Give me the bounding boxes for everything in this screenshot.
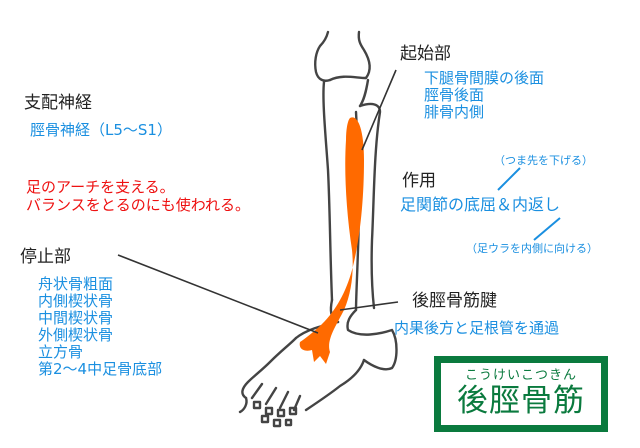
foot-bones: [241, 336, 298, 400]
fibula: [358, 102, 382, 310]
femur-condyle: [314, 30, 332, 82]
note-line-2: バランスをとるのにも使われる。: [26, 196, 250, 214]
tibialis-posterior-muscle: [299, 117, 364, 364]
muscle-title-box: こうけいこつきん 後脛骨筋: [434, 356, 608, 432]
insertion-item: 第2～4中足骨底部: [38, 360, 163, 378]
action-leader-top: [497, 167, 521, 191]
innervation-heading: 支配神経: [24, 93, 92, 113]
action-leader-bottom: [533, 217, 561, 241]
origin-leader-line: [361, 69, 397, 151]
origin-item: 脛骨後面: [424, 86, 485, 104]
title-name: 後脛骨筋: [457, 383, 585, 419]
tendon-heading: 後脛骨筋腱: [412, 291, 497, 311]
origin-item: 腓骨内側: [424, 103, 485, 121]
action-annotation-bottom: （足ウラを内側に向ける）: [466, 242, 598, 255]
insertion-heading: 停止部: [20, 247, 71, 267]
insertion-item: 立方骨: [38, 343, 84, 361]
origin-item: 下腿骨間膜の後面: [424, 69, 545, 87]
tendon-value: 内果後方と足根管を通過: [394, 319, 560, 337]
insertion-item: 内側楔状骨: [38, 292, 114, 310]
origin-heading: 起始部: [400, 44, 451, 64]
tendon-leader-line: [339, 301, 399, 311]
innervation-value: 脛骨神経（L5～S1）: [30, 121, 172, 139]
action-value: 足関節の底屈＆内返し: [400, 195, 561, 214]
tibia: [322, 80, 334, 302]
action-heading: 作用: [402, 171, 436, 191]
insertion-list: 舟状骨粗面 内側楔状骨 中間楔状骨 外側楔状骨 立方骨 第2～4中足骨底部: [38, 276, 162, 378]
insertion-item: 中間楔状骨: [38, 309, 114, 327]
origin-list: 下腿骨間膜の後面 脛骨後面 腓骨内側: [424, 70, 544, 121]
action-annotation-top: （つま先を下げる）: [494, 154, 593, 167]
insertion-item: 舟状骨粗面: [38, 275, 114, 293]
insertion-item: 外側楔状骨: [38, 326, 114, 344]
note-line-1: 足のアーチを支える。: [26, 178, 175, 196]
insertion-leader-line: [117, 254, 319, 334]
title-furigana: こうけいこつきん: [464, 368, 577, 383]
